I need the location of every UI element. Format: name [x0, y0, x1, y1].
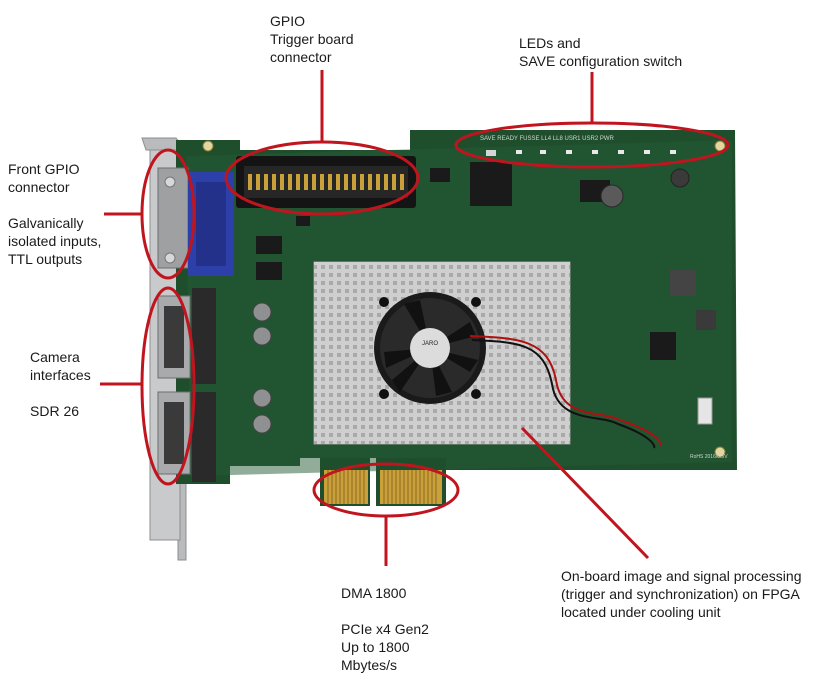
pcb-components	[252, 162, 716, 434]
fan-wire	[469, 335, 662, 447]
camera-highlight-ellipse	[140, 286, 196, 486]
camera-connectors	[157, 288, 216, 482]
silk-led-labels: SAVE READY FUSSE LL4 LL8 USR1 USR2 PWR	[480, 136, 614, 142]
gpio-header-connector	[236, 156, 416, 208]
led-row: SAVE READY FUSSE LL4 LL8 USR1 USR2 PWR	[480, 136, 676, 156]
dma-label: DMA 1800 PCIe x4 Gen2 Up to 1800 Mbytes/…	[341, 585, 429, 673]
silk-revision: RoHS 2016/8/5V	[690, 454, 728, 460]
gpio-label: GPIO Trigger board connector	[270, 13, 354, 65]
cooling-fan: JARO	[374, 292, 486, 404]
leds-label: LEDs and SAVE configuration switch	[519, 35, 683, 69]
fan-brand-label: JARO	[422, 341, 438, 347]
camera-label: Camera interfaces SDR 26	[30, 349, 91, 419]
front-gpio-label: Front GPIO connector Galvanically isolat…	[8, 161, 102, 267]
annotations	[100, 70, 730, 566]
front-gpio-vga-connector	[157, 167, 234, 276]
fpga-leader-line	[520, 426, 650, 560]
fpga-label: On-board image and signal processing (tr…	[561, 568, 802, 620]
